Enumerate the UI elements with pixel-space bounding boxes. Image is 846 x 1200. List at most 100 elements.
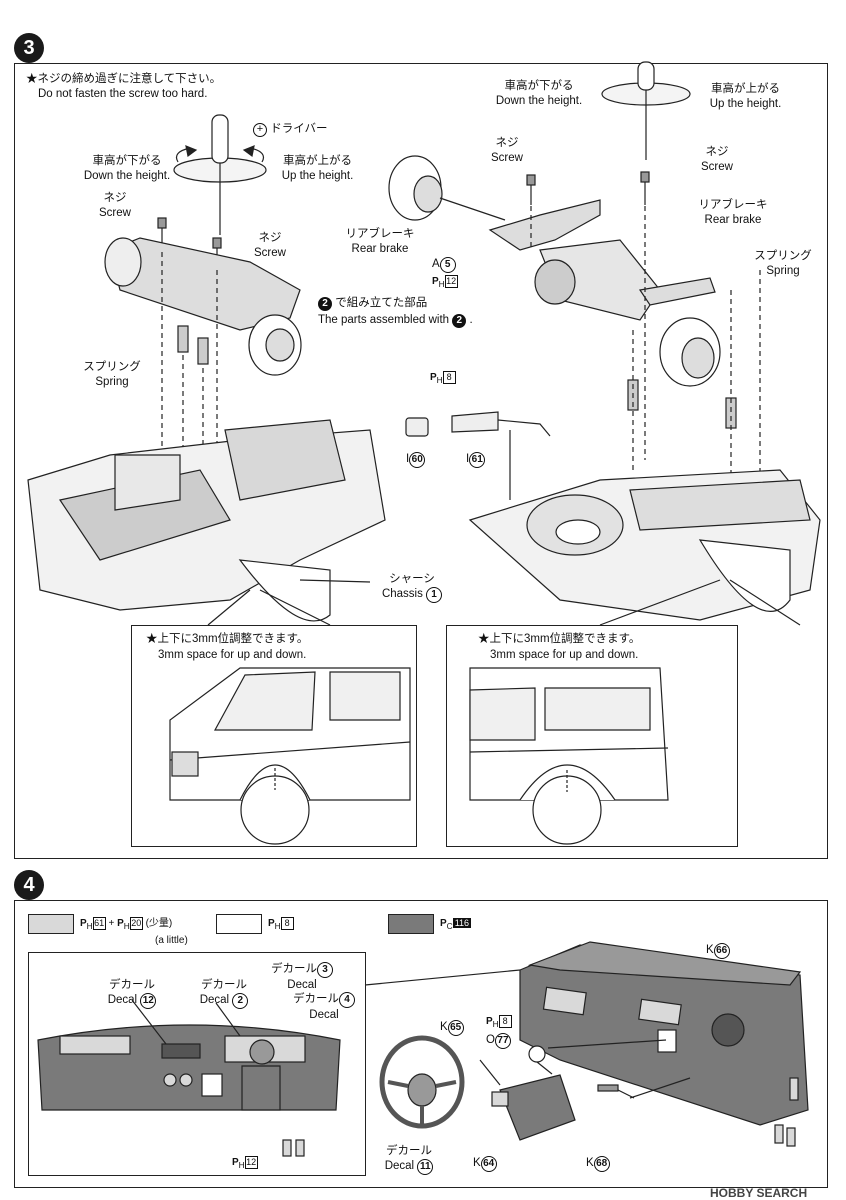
screw-en: Screw — [491, 152, 523, 164]
driver-label: + ドライバー — [253, 122, 327, 137]
front-down-en: Down the height. — [83, 170, 171, 182]
rear-down-jp: 車高が下がる — [504, 80, 574, 92]
rear-brake-jp: リアブレーキ — [698, 199, 768, 211]
rear-brake-label-right: リアブレーキ Rear brake — [693, 198, 773, 228]
part-i: I — [466, 453, 470, 465]
ph8-box: 8 — [442, 371, 456, 384]
step-ref-2: 2 — [318, 297, 332, 311]
step-3-illustration — [27, 61, 821, 626]
screwdriver-rear-icon — [601, 61, 691, 160]
spring-en: Spring — [95, 376, 129, 388]
decal-11-num: 11 — [417, 1159, 434, 1175]
rear-up-label: 車高が上がる Up the height. — [698, 82, 793, 112]
front-adjust-jp: ★上下に3mm位調整できます。 — [146, 633, 309, 645]
step-ref-2b: 2 — [452, 314, 467, 328]
legend-paint-mix: PH61 + PH20 (少量) — [80, 917, 173, 931]
chassis-en-line: Chassis 1 — [372, 587, 452, 603]
screw-warning-en: Do not fasten the screw too hard. — [38, 88, 208, 100]
ph12-label: PH12 — [432, 274, 458, 292]
dashboard-perspective — [519, 941, 809, 1147]
shift-lever-icon — [528, 1045, 553, 1075]
decal-en: Decal — [199, 994, 230, 1006]
van-rear-view — [469, 667, 669, 845]
front-screw-label-2: ネジ Screw — [245, 231, 295, 261]
front-screw-label-1: ネジ Screw — [90, 191, 140, 221]
chassis-jp: シャーシ — [389, 573, 435, 585]
rear-brake-en: Rear brake — [351, 243, 409, 255]
steering-wheel-icon — [379, 1035, 465, 1129]
assembled-parts-label-en: The parts assembled with 2 . — [318, 314, 473, 328]
legend-plus: + — [108, 918, 115, 929]
part-k: K — [440, 1021, 448, 1033]
screw-en: Screw — [254, 247, 286, 259]
rear-axle-assembly — [488, 199, 716, 321]
spring-jp: スプリング — [83, 361, 141, 373]
rear-brake-jp: リアブレーキ — [345, 228, 415, 240]
legend-pc116-box: 116 — [452, 918, 472, 928]
screw-jp: ネジ — [705, 146, 729, 158]
part-k: K — [473, 1157, 481, 1169]
ph-sub: H — [436, 375, 443, 385]
rear-brake-drums — [388, 155, 721, 387]
legend-little-en: (a little) — [155, 935, 188, 946]
rear-screw-label-2: ネジ Screw — [692, 145, 742, 175]
rear-adjust-en: 3mm space for up and down. — [490, 649, 639, 661]
decal-en: Decal — [287, 979, 317, 991]
rear-spring-label: スプリング Spring — [748, 249, 818, 279]
screw-en: Screw — [701, 161, 733, 173]
part-k68-num: 68 — [593, 1156, 610, 1172]
screwdriver-front-icon — [173, 114, 267, 235]
decal-en: Decal — [309, 1009, 339, 1021]
rear-guides — [530, 206, 761, 500]
step-3-badge: 3 — [14, 33, 44, 63]
dashboard-front-view — [37, 999, 341, 1157]
rear-brake-label-left: リアブレーキ Rear brake — [340, 227, 420, 257]
part-ph8-box: 8 — [498, 1015, 512, 1028]
assembled-jp: で組み立てた部品 — [335, 297, 428, 309]
rear-adjust-jp: ★上下に3mm位調整できます。 — [478, 633, 641, 645]
assembled-en: The parts assembled with — [318, 314, 450, 326]
part-a-num: 5 — [439, 257, 456, 273]
van-side-views — [169, 667, 669, 845]
front-up-jp: 車高が上がる — [283, 155, 352, 167]
rear-up-jp: 車高が上がる — [711, 83, 780, 95]
legend-swatch-light — [28, 914, 74, 934]
decal-11-label: デカール Decal 11 — [380, 1144, 438, 1175]
spring-en: Spring — [766, 265, 800, 277]
decal-jp: デカール — [293, 993, 339, 1005]
decal-en: Decal — [384, 1160, 415, 1172]
part-k66-num: 66 — [713, 943, 730, 959]
decal-2-num: 2 — [232, 993, 249, 1009]
part-k: K — [586, 1157, 594, 1169]
watermark: HOBBY SEARCH — [710, 1186, 808, 1200]
ph12-box: 12 — [444, 275, 458, 288]
screw-jp: ネジ — [103, 192, 127, 204]
screw-jp: ネジ — [258, 232, 282, 244]
part-i60-num: 60 — [409, 452, 426, 468]
step-4-badge: 4 — [14, 870, 44, 900]
lever-k68-icon — [597, 1084, 635, 1099]
part-i61-num: 61 — [469, 452, 486, 468]
legend-little-jp: (少量) — [145, 918, 173, 929]
rear-chassis — [468, 469, 821, 621]
rear-down-label: 車高が下がる Down the height. — [484, 79, 594, 109]
front-chassis — [27, 419, 386, 622]
part-k65-num: 65 — [447, 1020, 464, 1036]
legend-ph61: 61 — [92, 917, 106, 930]
rear-down-en: Down the height. — [495, 95, 583, 107]
driver-text: ドライバー — [270, 123, 328, 135]
ph-prefix: P — [430, 372, 437, 383]
rear-screw-label-1: ネジ Screw — [482, 136, 532, 166]
chassis-label: シャーシ Chassis 1 — [372, 572, 452, 603]
